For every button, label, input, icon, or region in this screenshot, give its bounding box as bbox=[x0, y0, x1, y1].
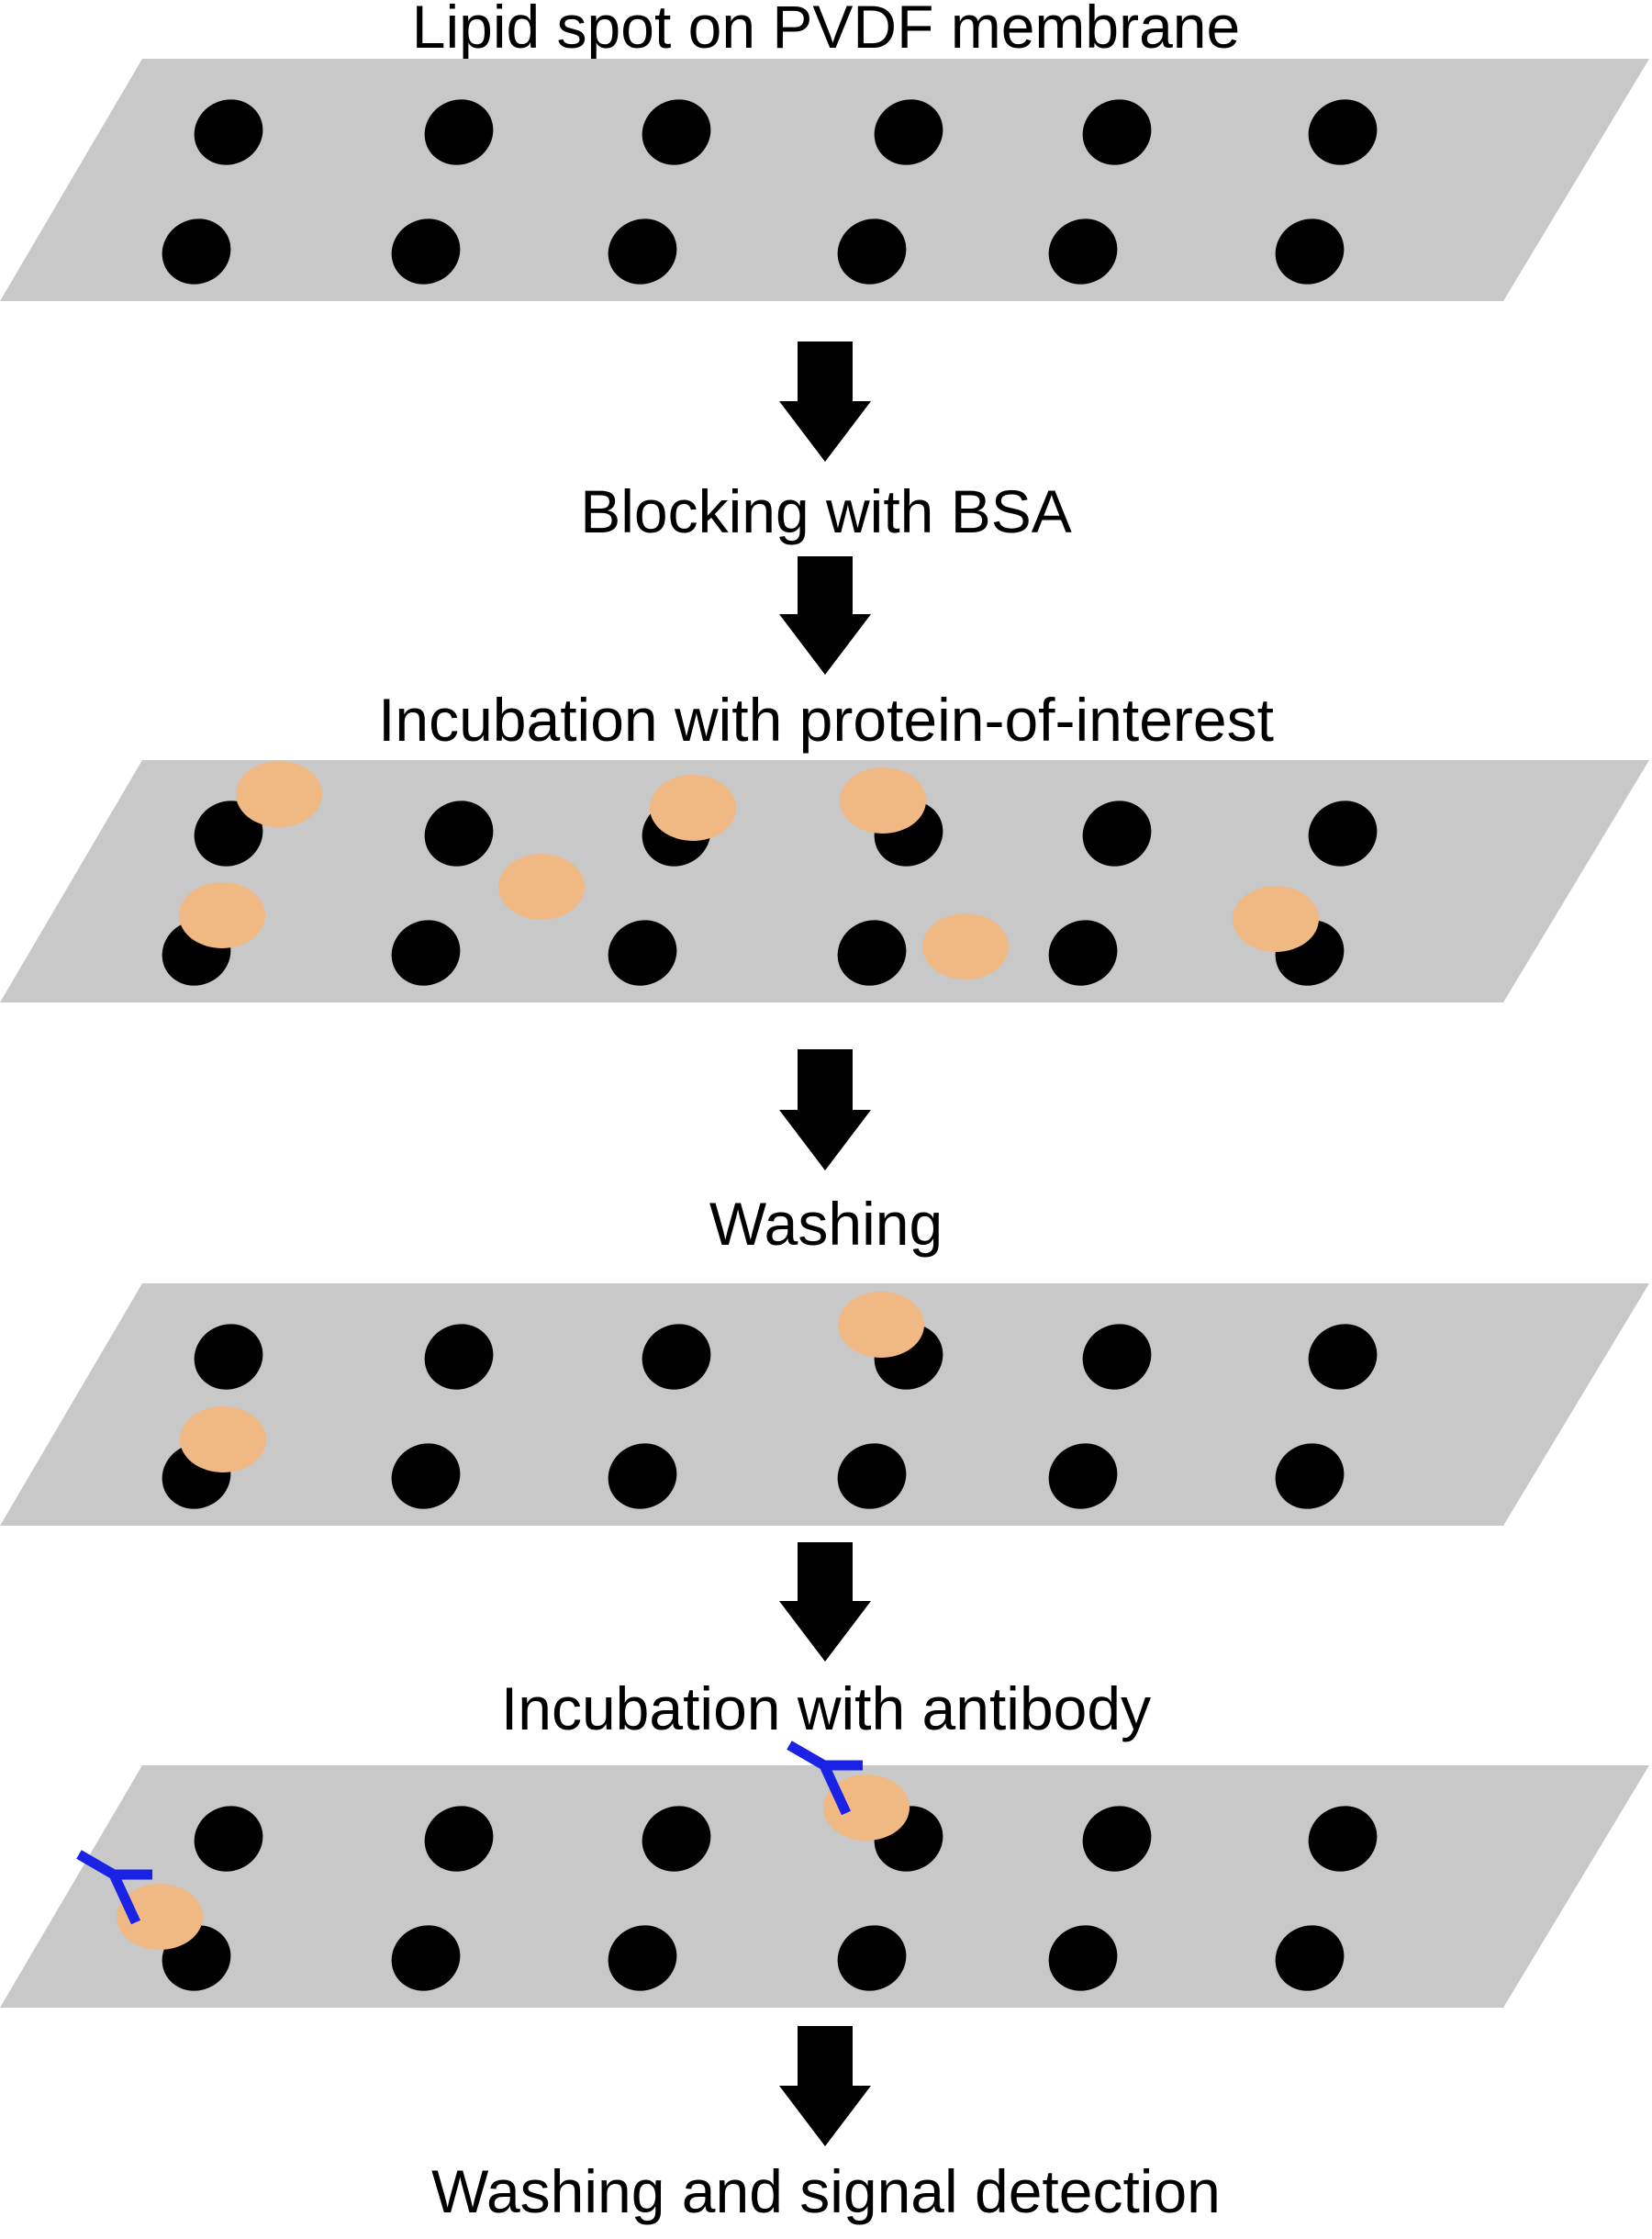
step-label-incubation-antibody: Incubation with antibody bbox=[501, 1674, 1151, 1742]
step-label-lipid-spot: Lipid spot on PVDF membrane bbox=[412, 0, 1240, 61]
lipid-spot bbox=[194, 1806, 263, 1872]
step-label-washing: Washing bbox=[709, 1190, 943, 1258]
step-label-blocking: Blocking with BSA bbox=[580, 477, 1072, 545]
pvdf-membrane-1 bbox=[0, 59, 1649, 301]
lipid-spot bbox=[608, 920, 677, 986]
lipid-spot bbox=[608, 1925, 677, 1991]
membrane-sheet bbox=[0, 59, 1649, 301]
lipid-spot bbox=[391, 920, 461, 986]
lipid-spot bbox=[1275, 218, 1345, 285]
lipid-spot bbox=[424, 1806, 494, 1872]
pvdf-membrane-4 bbox=[0, 1741, 1649, 2008]
protein-of-interest bbox=[180, 1406, 266, 1472]
protein-of-interest bbox=[922, 913, 1009, 980]
lipid-spot bbox=[194, 800, 263, 867]
lipid-spot bbox=[837, 218, 907, 285]
lipid-spot bbox=[1308, 1324, 1378, 1390]
lipid-spot bbox=[874, 99, 943, 165]
lipid-spot bbox=[837, 920, 907, 986]
lipid-spot bbox=[1275, 1925, 1345, 1991]
lipid-spot bbox=[162, 218, 231, 285]
lipid-spot bbox=[1308, 99, 1378, 165]
down-arrow bbox=[779, 341, 871, 462]
lipid-spot bbox=[1048, 1925, 1118, 1991]
lipid-spot bbox=[1082, 99, 1152, 165]
antibody bbox=[787, 1741, 863, 1816]
lipid-spot bbox=[391, 1925, 461, 1991]
pvdf-membrane-2 bbox=[0, 760, 1649, 1002]
lipid-spot bbox=[1082, 800, 1152, 867]
lipid-spot bbox=[424, 99, 494, 165]
protein-of-interest bbox=[838, 1292, 924, 1358]
pvdf-membrane-3 bbox=[0, 1283, 1649, 1526]
lipid-spot bbox=[837, 1443, 907, 1509]
protein-of-interest bbox=[498, 854, 585, 920]
lipid-spot bbox=[1048, 1443, 1118, 1509]
protein-of-interest bbox=[823, 1774, 910, 1841]
lipid-spot bbox=[642, 1324, 711, 1390]
lipid-spot bbox=[642, 1806, 711, 1872]
lipid-spot bbox=[608, 218, 677, 285]
lipid-spot bbox=[1308, 800, 1378, 867]
protein-of-interest bbox=[236, 761, 322, 827]
lipid-spot bbox=[608, 1443, 677, 1509]
step-label-incubation-protein: Incubation with protein-of-interest bbox=[378, 686, 1274, 754]
lipid-spot bbox=[194, 1324, 263, 1390]
lipid-spot bbox=[1082, 1806, 1152, 1872]
protein-of-interest bbox=[1233, 886, 1319, 952]
protein-of-interest bbox=[840, 767, 926, 834]
membrane-sheet bbox=[0, 1283, 1649, 1526]
lipid-spot bbox=[1048, 218, 1118, 285]
protein-of-interest bbox=[650, 775, 736, 841]
lipid-spot bbox=[1048, 920, 1118, 986]
lipid-spot bbox=[1308, 1806, 1378, 1872]
lipid-spot bbox=[424, 1324, 494, 1390]
step-label-final: Washing and signal detection bbox=[431, 2157, 1221, 2225]
protein-of-interest bbox=[117, 1884, 203, 1950]
protein-of-interest bbox=[179, 882, 265, 948]
lipid-spot bbox=[194, 99, 263, 165]
down-arrow bbox=[779, 1542, 871, 1662]
process-arrows bbox=[779, 341, 871, 2146]
down-arrow bbox=[779, 556, 871, 675]
lipid-spot bbox=[1275, 1443, 1345, 1509]
lipid-spot bbox=[391, 1443, 461, 1509]
lipid-spot bbox=[391, 218, 461, 285]
lipid-spot bbox=[642, 99, 711, 165]
antibody bbox=[76, 1850, 152, 1925]
down-arrow bbox=[779, 1049, 871, 1170]
lipid-spot bbox=[837, 1925, 907, 1991]
down-arrow bbox=[779, 2026, 871, 2146]
lipid-spot bbox=[424, 800, 494, 867]
lipid-spot bbox=[1082, 1324, 1152, 1390]
